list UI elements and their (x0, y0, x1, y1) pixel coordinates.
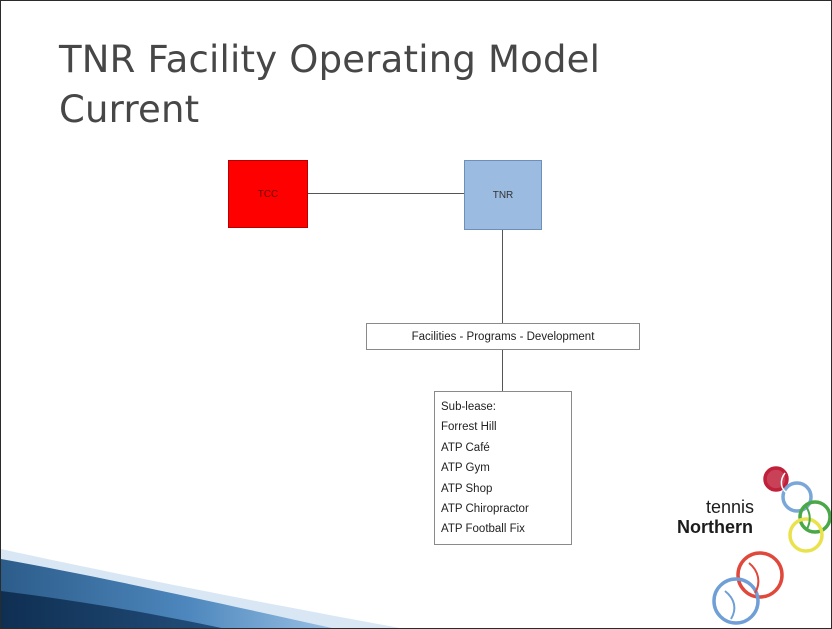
sublease-heading: Sub-lease: (441, 401, 496, 413)
tennis-northern-logo (712, 466, 831, 625)
connector-tcc-tnr (308, 193, 464, 194)
sublease-item: ATP Chiropractor (441, 503, 529, 516)
node-tcc-label: TCC (257, 188, 279, 200)
sublease-item: ATP Café (441, 441, 490, 454)
node-services-label: Facilities - Programs - Development (411, 330, 595, 343)
node-tcc: TCC (228, 160, 308, 228)
slide-title-line-1: TNR Facility Operating Model (59, 38, 601, 81)
logo-ring-red-large (736, 551, 784, 599)
slide-title: TNR Facility Operating Model Current (59, 35, 600, 135)
sublease-item: ATP Shop (441, 482, 493, 495)
connector-tnr-services (502, 230, 503, 323)
node-tnr-label: TNR (492, 189, 514, 201)
logo-text-northern: Northern (677, 517, 753, 537)
logo-ring-yellow (788, 517, 824, 553)
sublease-item: ATP Football Fix (441, 523, 525, 536)
connector-services-sublease (502, 350, 503, 391)
node-services: Facilities - Programs - Development (366, 323, 640, 350)
sublease-item: Forrest Hill (441, 421, 497, 434)
logo-ring-red-small (763, 466, 789, 492)
node-tnr: TNR (464, 160, 542, 230)
logo-ring-blue-upper (781, 481, 813, 513)
logo-ring-green (798, 500, 831, 534)
node-sublease: Sub-lease: Forrest Hill ATP Café ATP Gym… (434, 391, 572, 545)
logo-text-tennis: tennis (706, 497, 755, 517)
slide-title-line-2: Current (59, 88, 200, 131)
sublease-item: ATP Gym (441, 462, 490, 475)
logo-ring-blue-lower (712, 577, 760, 625)
